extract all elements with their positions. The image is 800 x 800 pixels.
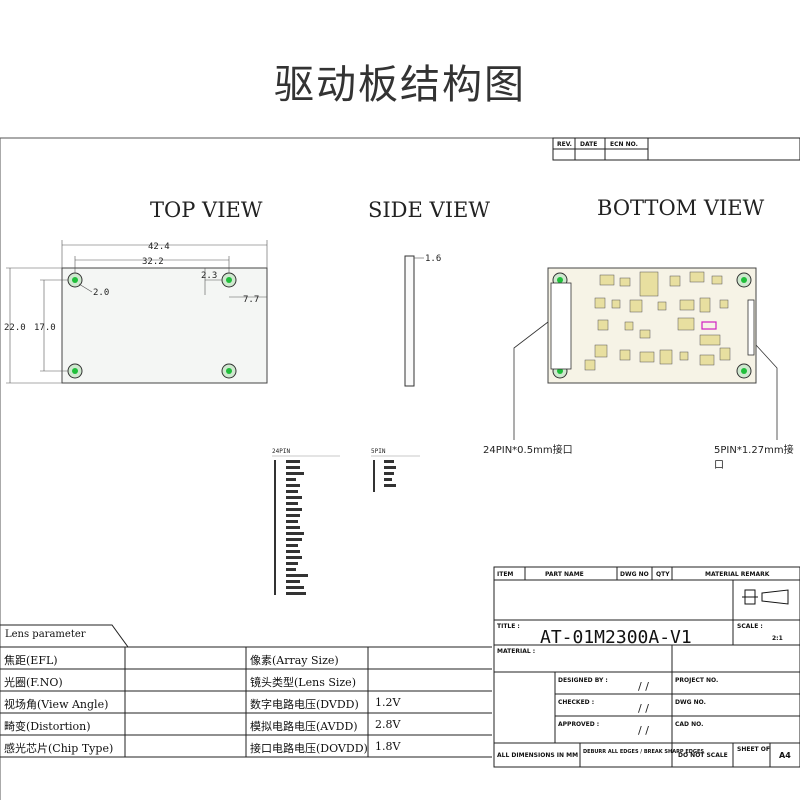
dim-overall-height: 22.0 xyxy=(4,323,26,333)
lens-row-3-key1: 视场角(View Angle) xyxy=(4,698,109,711)
lens-row-4-key1: 畸变(Distortion) xyxy=(4,720,91,733)
dim-overall-width: 42.4 xyxy=(148,242,170,252)
leader-24pin xyxy=(513,321,549,440)
side-view-board xyxy=(404,255,415,387)
lens-table-grid xyxy=(0,624,492,758)
tb-material-remark: MATERIAL REMARK xyxy=(705,571,770,578)
connector-24pin-label: 24PIN*0.5mm接口 xyxy=(483,445,573,456)
date-label: DATE xyxy=(580,141,597,148)
tb-date-slash-2: / / xyxy=(638,702,649,715)
tb-checked: CHECKED : xyxy=(558,699,594,706)
leader-5pin xyxy=(755,344,778,440)
lens-row-3-val2: 1.2V xyxy=(375,696,401,709)
lens-row-4-key2: 模拟电路电压(AVDD) xyxy=(250,720,358,733)
pinout-24pin: 24PIN xyxy=(272,448,340,595)
lens-row-1-key1: 焦距(EFL) xyxy=(4,654,58,667)
lens-row-2-key2: 镜头类型(Lens Size) xyxy=(250,676,356,689)
mounting-hole-tl xyxy=(67,272,83,288)
tb-dwg-no-2: DWG NO. xyxy=(675,699,706,706)
projection-symbol-icon xyxy=(742,589,789,605)
tb-date-slash-1: / / xyxy=(638,680,649,693)
pinout-5pin: 5PIN xyxy=(371,448,420,492)
tb-scale-label: SCALE : xyxy=(737,623,763,630)
dim-hole-diameter: 2.0 xyxy=(93,288,109,298)
tb-dwg-no: DWG NO xyxy=(620,571,649,578)
connector-5pin xyxy=(747,299,755,356)
dim-edge-offset: 7.7 xyxy=(243,295,259,305)
tb-scale-value: 2:1 xyxy=(772,635,783,642)
svg-text:5PIN: 5PIN xyxy=(371,448,386,455)
bottom-view-heading: BOTTOM VIEW xyxy=(597,196,765,220)
tb-date-slash-3: / / xyxy=(638,724,649,737)
tb-part-name: PART NAME xyxy=(545,571,584,578)
tb-material: MATERIAL : xyxy=(497,648,535,655)
top-view-heading: TOP VIEW xyxy=(150,198,263,222)
tb-title-label: TITLE : xyxy=(497,623,520,630)
smd-components xyxy=(584,271,731,371)
mounting-hole-tr xyxy=(221,272,237,288)
dim-hole-spacing-y: 17.0 xyxy=(34,323,56,333)
tb-qty: QTY xyxy=(656,571,670,578)
lens-row-2-key1: 光圈(F.NO) xyxy=(4,676,63,689)
lens-row-4-val2: 2.8V xyxy=(375,718,401,731)
bottom-view-board xyxy=(547,267,757,384)
lens-row-5-val2: 1.8V xyxy=(375,740,401,753)
lens-row-5-key2: 接口电路电压(DOVDD) xyxy=(250,742,368,755)
tb-approved: APPROVED : xyxy=(558,721,599,728)
tb-item: ITEM xyxy=(497,571,513,578)
rev-label: REV. xyxy=(557,141,572,148)
lens-row-1-key2: 像素(Array Size) xyxy=(250,654,339,667)
title-block xyxy=(493,566,800,768)
svg-text:24PIN: 24PIN xyxy=(272,448,290,455)
dim-hole-offset: 2.3 xyxy=(201,271,217,281)
tb-units: ALL DIMENSIONS IN MM xyxy=(497,752,578,759)
dim-thickness: 1.6 xyxy=(425,254,441,264)
tb-deburr: DEBURR ALL EDGES / BREAK SHARP EDGES xyxy=(583,749,704,755)
lens-table-header: Lens parameter xyxy=(5,629,86,640)
lens-row-5-key1: 感光芯片(Chip Type) xyxy=(4,742,114,755)
mounting-hole-bl xyxy=(67,363,83,379)
tb-designed: DESIGNED BY : xyxy=(558,677,608,684)
tb-part-number: AT-01M2300A-V1 xyxy=(540,627,692,648)
top-view-board xyxy=(61,267,268,384)
side-view-heading: SIDE VIEW xyxy=(368,198,490,222)
marker-highlight xyxy=(701,321,717,330)
tb-sheet-size: A4 xyxy=(779,751,791,760)
dim-hole-spacing-x: 32.2 xyxy=(142,257,164,267)
tb-project-no: PROJECT NO. xyxy=(675,677,718,684)
connector-5pin-label: 5PIN*1.27mm接口 xyxy=(714,445,794,471)
tb-sheet: SHEET OF xyxy=(737,746,770,753)
ecn-label: ECN NO. xyxy=(610,141,638,148)
mounting-hole-br xyxy=(221,363,237,379)
tb-do-not-scale: DO NOT SCALE xyxy=(678,752,728,759)
page-title: 驱动板结构图 xyxy=(274,62,526,108)
connector-24pin xyxy=(550,282,572,370)
tb-cad-no: CAD NO. xyxy=(675,721,703,728)
lens-row-3-key2: 数字电路电压(DVDD) xyxy=(250,698,359,711)
